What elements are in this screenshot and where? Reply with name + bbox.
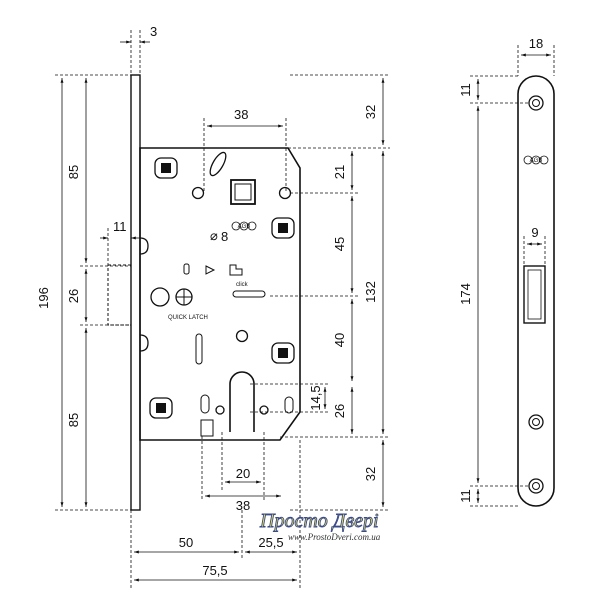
hole-top-right [278,186,292,200]
dim-11-latch: 11 [113,219,127,234]
mount-slot-lower-right [271,342,295,364]
lock-symbols [183,263,243,276]
dim-45: 45 [332,237,347,251]
spindle-square [230,179,256,205]
dim-26-left: 26 [66,289,81,303]
mount-slot-bottom-left [149,397,173,419]
dim-132: 132 [363,281,378,303]
dim-85-lower: 85 [66,413,81,427]
front-screw-mid [528,414,544,430]
dim-14-5: 14,5 [308,385,323,410]
front-screw-top-inner [532,99,540,107]
quick-latch-label: QUICK LATCH [168,315,208,321]
body-bump-top [139,237,149,255]
hole-cyl-left [215,405,225,415]
agb-body-label: AGB [238,224,251,230]
dim-38-bottom: 38 [236,498,250,513]
mount-slot-mid-right [271,217,295,239]
front-latch-window [523,265,546,324]
quick-latch-mechanism [150,287,193,307]
hole-cyl-right [259,405,269,415]
mount-slot-top-left [154,157,178,179]
dim-38-top: 38 [234,107,248,122]
hole-mid [235,329,249,343]
bore-diameter-symbol: ⌀ [210,228,218,243]
dim-20: 20 [236,466,250,481]
agb-logo-plate [523,155,549,165]
body-bump-bottom [139,334,149,352]
lock-body [139,147,301,441]
click-label: click [236,282,249,288]
dim-9-front: 9 [531,225,538,240]
hole-top-left [191,186,205,200]
front-screw-bottom-inner [532,482,540,490]
dim-25-5: 25,5 [258,535,283,550]
dim-196: 196 [36,287,51,309]
dim-40: 40 [332,333,347,347]
click-slot [232,290,266,298]
dim-174-front: 174 [458,283,473,305]
watermark-url: www.ProstoDveri.com.ua [288,532,381,542]
dimension-lines [55,30,555,590]
front-screw-bottom [528,478,544,494]
front-screw-mid-inner [532,418,540,426]
dim-21: 21 [332,165,347,179]
cylinder-cutout [229,371,255,432]
front-latch-window-inner [527,269,542,320]
dim-11-front-bottom: 11 [458,489,473,503]
dim-3: 3 [150,24,157,39]
dim-18-front: 18 [529,36,543,51]
dim-85-upper: 85 [66,165,81,179]
agb-plate-label: AGB [530,158,543,164]
slot-bottom-small [200,394,210,414]
dim-50: 50 [179,535,193,550]
dim-32-top: 32 [363,105,378,119]
agb-logo-body [231,221,257,231]
lever-slot [195,333,203,365]
front-plate [517,75,555,507]
watermark-brand: Просто Двері [259,510,379,532]
dim-75-5: 75,5 [202,563,227,578]
faceplate-side [130,74,141,511]
dim-11-front-top: 11 [458,83,473,97]
slot-bottom-right [284,396,294,414]
bore-diameter-value: 8 [221,229,228,244]
dim-26-right: 26 [332,404,347,418]
oval-slot [209,151,227,177]
front-screw-top [528,95,544,111]
dim-32-bottom: 32 [363,467,378,481]
latch-bolt [107,264,132,326]
cylinder-notch [200,419,214,437]
